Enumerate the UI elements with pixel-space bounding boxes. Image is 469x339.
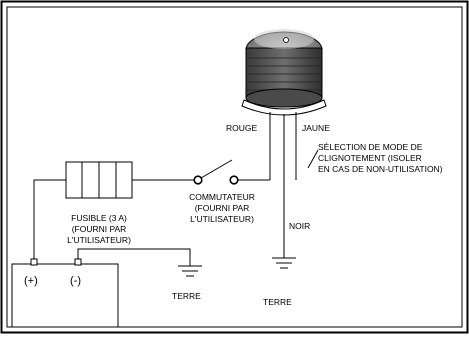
wire-fuse-to-battery-plus — [33, 179, 66, 264]
label-fusible-line3: L'UTILISATEUR) — [67, 235, 131, 245]
switch-symbol — [193, 159, 239, 185]
beacon-light — [241, 29, 327, 116]
label-terre-beacon: TERRE — [263, 297, 292, 307]
beacon-top-screw — [283, 37, 289, 43]
label-battery-minus: (-) — [70, 275, 81, 287]
label-selection-line3: EN CAS DE NON-UTILISATION) — [318, 164, 443, 174]
beacon-base-rim — [245, 88, 323, 108]
label-terre-battery: TERRE — [172, 291, 201, 301]
switch-lever — [200, 159, 233, 179]
label-noir: NOIR — [289, 221, 310, 231]
label-battery-plus: (+) — [24, 275, 38, 287]
switch-terminal-right — [229, 175, 239, 185]
battery-plus-terminal — [30, 258, 38, 266]
label-rouge: ROUGE — [226, 123, 258, 133]
label-commutateur-line2: (FOURNI PAR — [195, 203, 250, 213]
battery-minus-terminal — [74, 258, 82, 266]
selection-leader — [307, 149, 319, 169]
ground-symbol-battery — [178, 265, 202, 277]
inner-border — [6, 6, 463, 328]
label-fusible-line1: FUSIBLE (3 A) — [71, 213, 127, 223]
label-fusible-line2: (FOURNI PAR — [72, 224, 127, 234]
label-jaune: JAUNE — [302, 123, 330, 133]
label-selection-line2: CLIGNOTEMENT (ISOLER — [318, 153, 422, 163]
ground-symbol-beacon — [272, 257, 296, 269]
switch-terminal-left — [193, 175, 203, 185]
label-commutateur-line1: COMMUTATEUR — [189, 192, 255, 202]
label-selection-line1: SÉLECTION DE MODE DE — [318, 142, 423, 152]
battery-case — [11, 263, 119, 327]
battery — [11, 258, 119, 327]
fuse-symbol — [65, 161, 133, 199]
wire-battery-minus-to-ground — [77, 248, 191, 266]
beacon-mounting-flange — [241, 99, 327, 116]
label-commutateur-line3: L'UTILISATEUR) — [190, 214, 254, 224]
